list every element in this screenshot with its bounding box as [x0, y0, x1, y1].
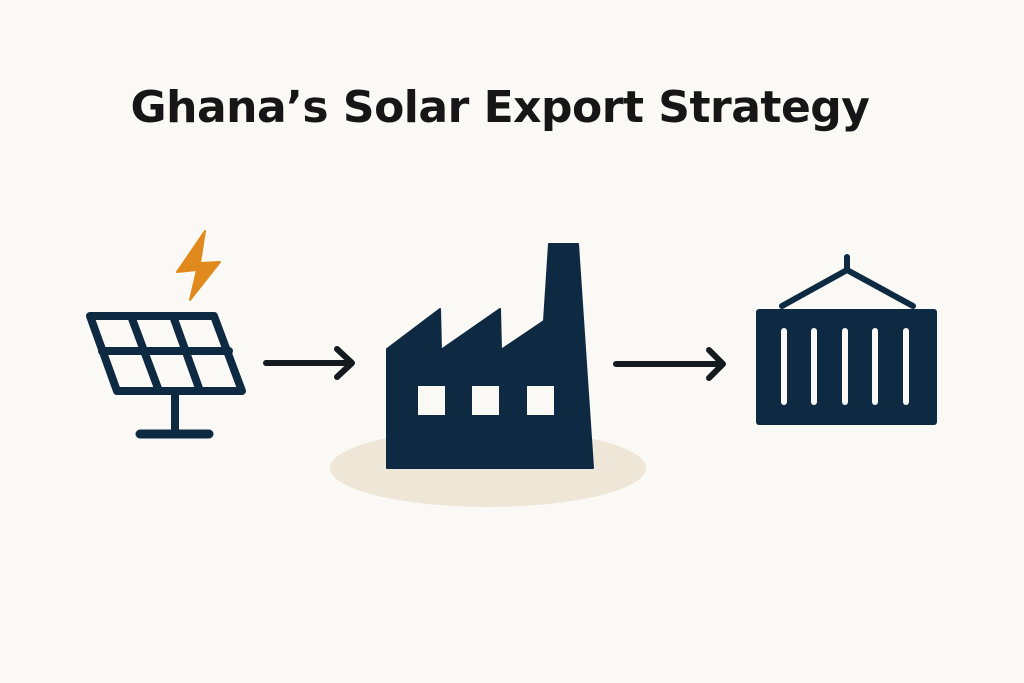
factory-window: [418, 386, 445, 415]
factory-window: [527, 386, 554, 415]
arrow-right-icon: [613, 347, 726, 381]
factory-icon: [386, 243, 594, 469]
solar-panel-icon: [86, 312, 246, 439]
lightning-bolt-icon: [176, 230, 221, 301]
arrow-right-icon: [263, 346, 355, 380]
page-title: Ghana’s Solar Export Strategy: [130, 82, 870, 133]
factory-window: [472, 386, 499, 415]
shipping-container-icon: [756, 254, 937, 425]
